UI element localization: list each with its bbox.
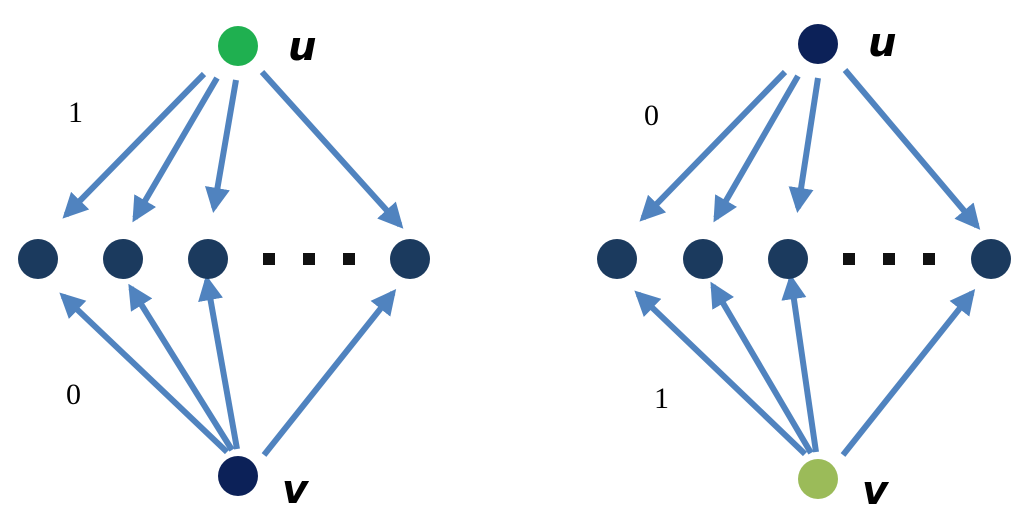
- arrows-left-up-edge-4: [261, 289, 397, 457]
- arrows-right-up-edge-1: [634, 290, 808, 457]
- ellipsis-right: [843, 253, 935, 265]
- middle-node-right-4: [971, 239, 1011, 279]
- node-u-label-left: u: [288, 24, 316, 70]
- arrows-left-down-edge-3: [204, 79, 239, 213]
- graph-right: u v 0 1: [597, 20, 1011, 514]
- node-u-label-right: u: [868, 20, 896, 66]
- arrows-left-down-edge-2: [132, 76, 220, 223]
- arrows-left-up-edge-1: [59, 292, 230, 455]
- middle-node-right-2: [683, 239, 723, 279]
- arrows-right-down-edge-2: [713, 74, 801, 223]
- arrows-right-down-edge-4: [842, 68, 981, 230]
- arrows-right-up-edge-3: [781, 274, 819, 453]
- arrows-right-up-edge-4: [840, 289, 976, 457]
- middle-node-left-2: [103, 239, 143, 279]
- node-u-right: [798, 24, 838, 64]
- node-v-right: [798, 459, 838, 499]
- bottom-weight-left: 0: [66, 378, 81, 411]
- node-v-label-right: v: [862, 468, 890, 514]
- node-v-label-left: v: [282, 467, 310, 513]
- middle-node-left-1: [18, 239, 58, 279]
- arrows-right-up-edge-2: [710, 281, 814, 455]
- arrows-left-down-edge-1: [62, 71, 207, 219]
- graph-left: u v 1 0: [18, 24, 430, 513]
- middle-node-right-1: [597, 239, 637, 279]
- arrows-right-down-edge-3: [788, 77, 821, 213]
- arrows-left-up-edge-2: [128, 283, 235, 452]
- middle-node-right-3: [768, 239, 808, 279]
- middle-node-left-3: [188, 239, 228, 279]
- node-u-left: [218, 26, 258, 66]
- ellipsis-left: [263, 253, 355, 265]
- top-weight-left: 1: [68, 96, 83, 129]
- node-v-left: [218, 456, 258, 496]
- top-weight-right: 0: [644, 99, 659, 132]
- middle-node-left-4: [390, 239, 430, 279]
- arrows-left-down-edge-4: [259, 69, 404, 229]
- arrows-right: [634, 68, 981, 457]
- arrows-left: [59, 69, 404, 457]
- bottom-weight-right: 1: [654, 382, 669, 415]
- arrows-right-down-edge-1: [639, 69, 788, 222]
- arrows-left-up-edge-3: [198, 275, 240, 450]
